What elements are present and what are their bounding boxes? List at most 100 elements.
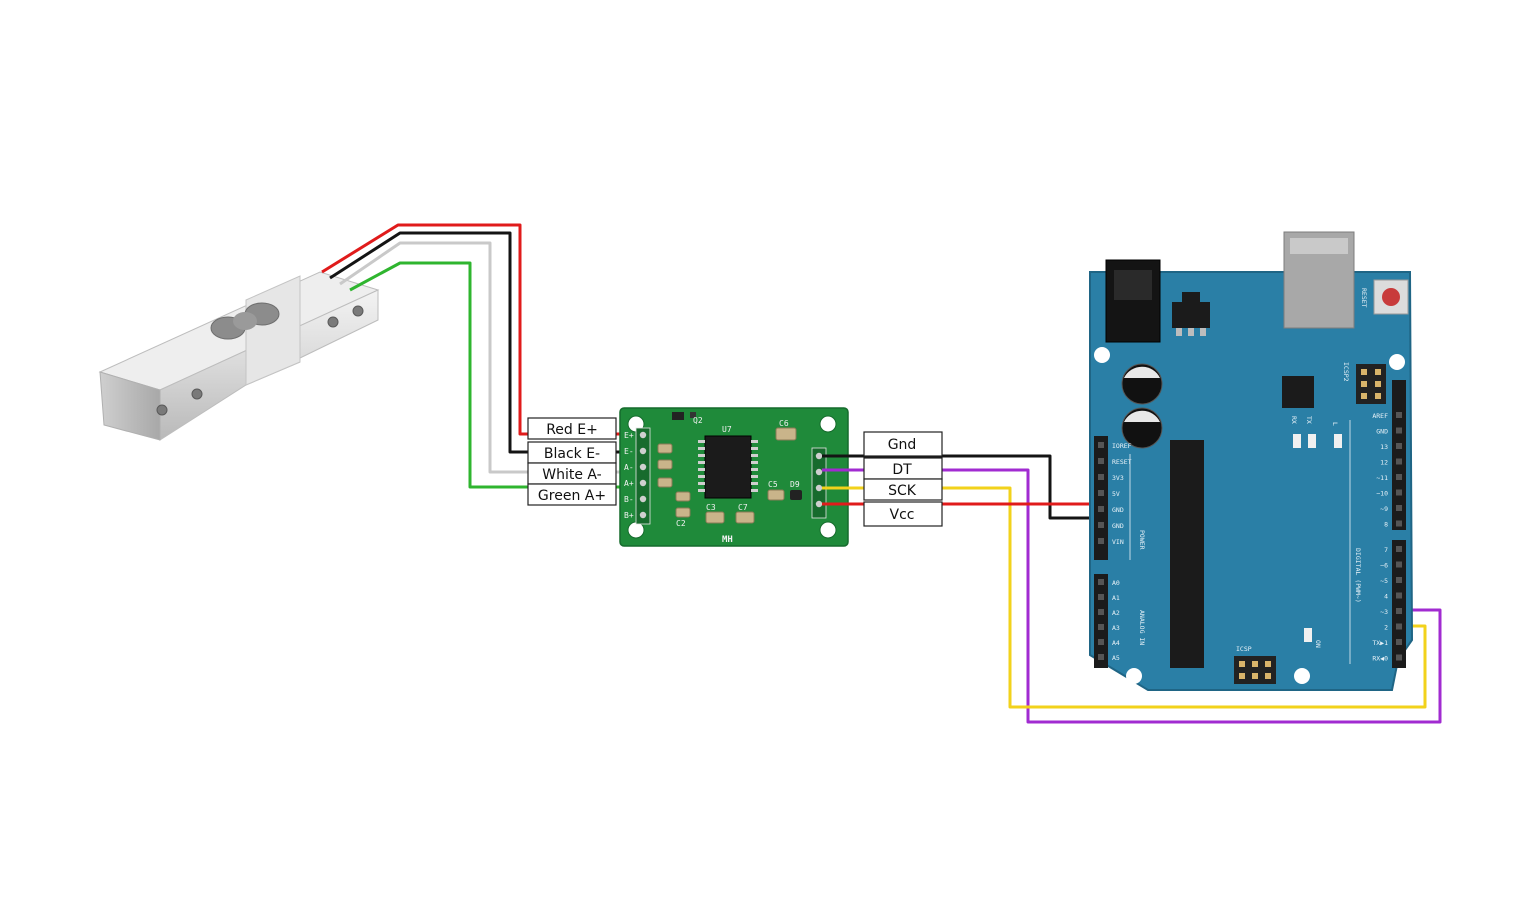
digital-pin-label: 12 xyxy=(1380,459,1388,467)
label-box-gnd xyxy=(863,431,943,457)
hx711-pin-label: E- xyxy=(624,447,634,456)
header-pin xyxy=(1396,623,1402,630)
label-dt: DT xyxy=(892,462,912,478)
label-black-e-minus: Black E- xyxy=(544,446,600,462)
header-pin xyxy=(1098,458,1104,464)
header-pin xyxy=(1396,489,1402,496)
hx711-right-header xyxy=(811,447,827,519)
header-pin xyxy=(1098,624,1104,630)
silk-d9: D9 xyxy=(790,480,800,489)
mount-hole xyxy=(156,404,168,416)
silk-q2: Q2 xyxy=(693,416,703,425)
green-wire xyxy=(349,261,630,489)
pcb-hole xyxy=(819,415,837,433)
header-pin xyxy=(1396,546,1402,552)
pcb-hole xyxy=(627,521,645,539)
analog-header xyxy=(1094,574,1108,668)
digital-pin-label: 4 xyxy=(1384,593,1388,601)
voltage-regulator xyxy=(1172,302,1210,328)
analog-pin-label: A5 xyxy=(1112,654,1120,662)
mount-hole xyxy=(352,305,364,317)
analog-pin-label: A1 xyxy=(1112,594,1120,602)
digital-label: DIGITAL (PWM~) xyxy=(1354,548,1362,603)
pcb-hole xyxy=(819,521,837,539)
power-pin-label: 5V xyxy=(1112,490,1120,498)
on-label: ON xyxy=(1314,640,1322,648)
red-wire xyxy=(321,223,630,436)
board-hole xyxy=(1294,668,1310,684)
header-pin xyxy=(1098,594,1104,600)
label-red-e-plus: Red E+ xyxy=(546,422,598,438)
silk-c6: C6 xyxy=(779,419,789,428)
hx711-pin-label: B+ xyxy=(624,511,634,520)
analog-pin-label: A3 xyxy=(1112,624,1120,632)
label-box-sck xyxy=(863,478,943,501)
analog-pin-label: A4 xyxy=(1112,639,1120,647)
header-pin xyxy=(1098,538,1104,544)
label-gnd: Gnd xyxy=(888,437,917,453)
power-pin-label: VIN xyxy=(1112,538,1124,546)
label-sck: SCK xyxy=(888,483,917,499)
header-pin xyxy=(1396,474,1402,480)
reset-button-cap[interactable] xyxy=(1382,288,1400,306)
l-led xyxy=(1334,434,1342,448)
silk-c7: C7 xyxy=(738,503,748,512)
reset-label: RESET xyxy=(1360,288,1368,308)
arduino-uno: RESET ICSP2 RX TX L ICSP O xyxy=(1089,231,1414,691)
board-hole xyxy=(1389,354,1405,370)
double-hole xyxy=(210,302,280,340)
digital-pin-label: 7 xyxy=(1384,546,1388,554)
hx711-components xyxy=(657,412,802,524)
on-led xyxy=(1304,628,1312,642)
header-pin xyxy=(1098,506,1104,512)
hx711-label-boxes: Gnd DT SCK Vcc xyxy=(863,431,943,527)
silk-u7: U7 xyxy=(722,425,732,434)
digital-header-top xyxy=(1392,380,1406,530)
label-box-green xyxy=(527,483,617,506)
power-pin-label: GND xyxy=(1112,506,1124,514)
analog-pin-label: A2 xyxy=(1112,609,1120,617)
power-header xyxy=(1094,436,1108,560)
silk-c2: C2 xyxy=(676,519,686,528)
hx711-pin-label: B- xyxy=(624,495,634,504)
hx711-pin-label: A- xyxy=(624,463,634,472)
hx711-module: U7 Q2 C6 C2 C3 C7 C5 D9 MH E+E-A-A+B-B+ xyxy=(619,407,849,547)
header-pin xyxy=(1396,458,1402,465)
header-pin xyxy=(1098,442,1104,448)
header-pin xyxy=(1098,474,1104,480)
load-cell xyxy=(98,271,380,441)
header-pin xyxy=(1396,608,1402,614)
tx-label: TX xyxy=(1305,416,1313,424)
digital-pin-label: ~10 xyxy=(1376,490,1388,498)
icsp2-label: ICSP2 xyxy=(1342,362,1350,382)
icsp2-header xyxy=(1356,364,1386,404)
rx-label: RX xyxy=(1290,416,1298,424)
label-box-red xyxy=(527,417,617,440)
header-pin xyxy=(1396,561,1402,568)
mount-hole xyxy=(327,316,339,328)
header-pin xyxy=(1098,609,1104,615)
digital-pin-label: AREF xyxy=(1372,412,1388,420)
icsp-header xyxy=(1234,656,1276,684)
label-vcc: Vcc xyxy=(890,507,915,523)
power-pin-label: IOREF xyxy=(1112,442,1132,450)
silk-c3: C3 xyxy=(706,503,716,512)
dt-wire xyxy=(822,468,1442,724)
header-pin xyxy=(1396,412,1402,418)
digital-header-bottom xyxy=(1392,540,1406,668)
atmega-chip xyxy=(1170,440,1204,668)
power-label: POWER xyxy=(1138,530,1146,550)
label-box-vcc xyxy=(863,501,943,527)
hx711-pin-label: A+ xyxy=(624,479,634,488)
header-pin xyxy=(1396,443,1402,449)
digital-pin-label: 13 xyxy=(1380,443,1388,451)
header-pin xyxy=(1396,654,1402,661)
icsp-label: ICSP xyxy=(1236,645,1252,653)
header-pin xyxy=(1396,520,1402,527)
digital-pin-label: ~5 xyxy=(1380,577,1388,585)
silk-brand: MH xyxy=(722,535,733,545)
digital-pin-label: ~6 xyxy=(1380,562,1388,570)
digital-pin-label: RX◀0 xyxy=(1372,655,1388,663)
